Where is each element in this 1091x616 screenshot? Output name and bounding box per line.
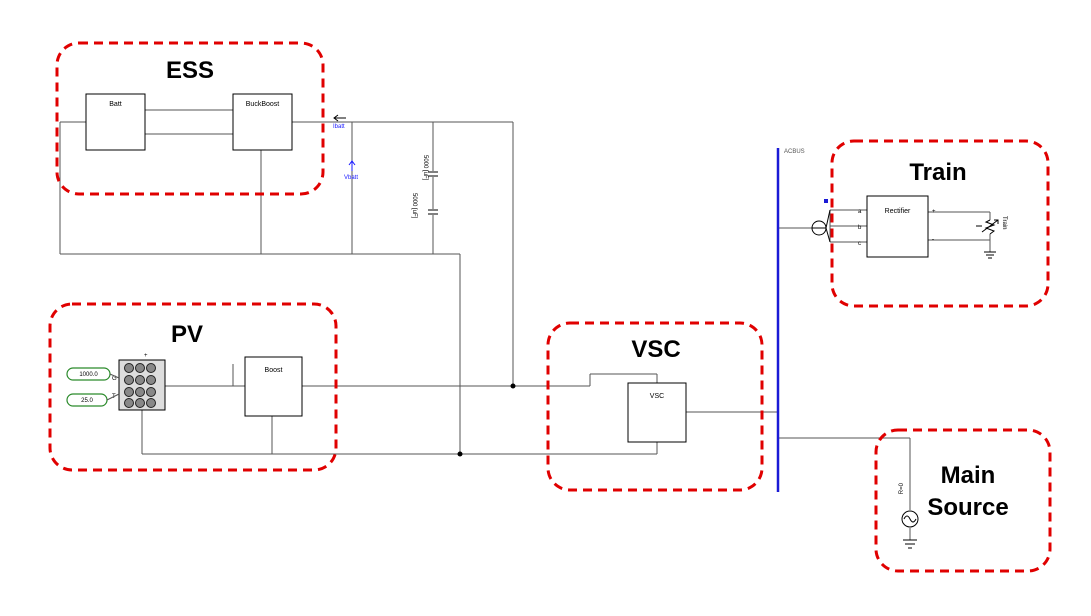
batt-block[interactable]: Batt (85, 93, 146, 151)
irradiance-value: 1000.0 (79, 372, 98, 378)
region-main-source: Main Source (874, 428, 1052, 573)
buckboost-label: BuckBoost (246, 101, 280, 108)
rectifier-label: Rectifier (885, 208, 911, 215)
ibatt-meter: Ibatt (333, 114, 346, 130)
batt-label: Batt (109, 101, 122, 108)
cap1-label: 5000 [uF] (422, 155, 428, 181)
junction-dot (510, 383, 516, 389)
vsc-title: VSC (631, 336, 680, 363)
boost-block[interactable]: Boost (244, 356, 303, 417)
boost-label: Boost (265, 367, 283, 374)
region-train: Train (830, 139, 1050, 308)
rectifier-pin-c: c (858, 241, 861, 247)
main-source-title-line2: Source (927, 494, 1008, 521)
vbatt-meter: Vbatt (344, 160, 358, 181)
pv-array[interactable]: + G T (112, 353, 166, 411)
train-title: Train (909, 159, 966, 186)
pv-cells (124, 363, 156, 408)
pv-title: PV (171, 321, 203, 348)
rectifier-block[interactable]: Rectifier a b c + - (858, 195, 936, 258)
cap2-label: 5000 [uF] (411, 193, 417, 219)
vbatt-label: Vbatt (344, 175, 358, 181)
r0-label: R=0 (899, 482, 905, 494)
breaker-switch (811, 199, 831, 243)
irradiance-input[interactable]: 1000.0 (66, 367, 120, 381)
region-ess: ESS (55, 41, 325, 196)
rectifier-pin-a: a (858, 209, 862, 215)
ac-bus: ACBUS (776, 148, 805, 492)
capacitor-2: 5000 [uF] (411, 193, 438, 219)
region-pv: PV (48, 302, 338, 472)
buckboost-block[interactable]: BuckBoost (232, 93, 293, 151)
temperature-input[interactable]: 25.0 (66, 393, 120, 407)
region-vsc: VSC (546, 321, 764, 492)
train-load: Train (976, 216, 1007, 259)
temperature-value: 25.0 (81, 398, 93, 404)
pv-g-label: G (112, 376, 117, 382)
junction-dot (457, 451, 463, 457)
capacitor-1: 5000 [uF] (422, 155, 438, 181)
main-source-title-line1: Main (941, 462, 996, 489)
ac-source: R=0 (899, 482, 919, 549)
rectifier-pin-b: b (858, 225, 862, 231)
acbus-label: ACBUS (784, 149, 805, 155)
rectifier-pin-neg: - (932, 237, 934, 243)
ess-title: ESS (166, 57, 214, 84)
vsc-block-label: VSC (650, 393, 664, 400)
ibatt-label: Ibatt (333, 124, 345, 130)
train-load-label: Train (1001, 216, 1007, 229)
vsc-block[interactable]: VSC (627, 382, 687, 443)
rectifier-pin-pos: + (932, 209, 936, 215)
pv-plus-label: + (144, 353, 148, 359)
